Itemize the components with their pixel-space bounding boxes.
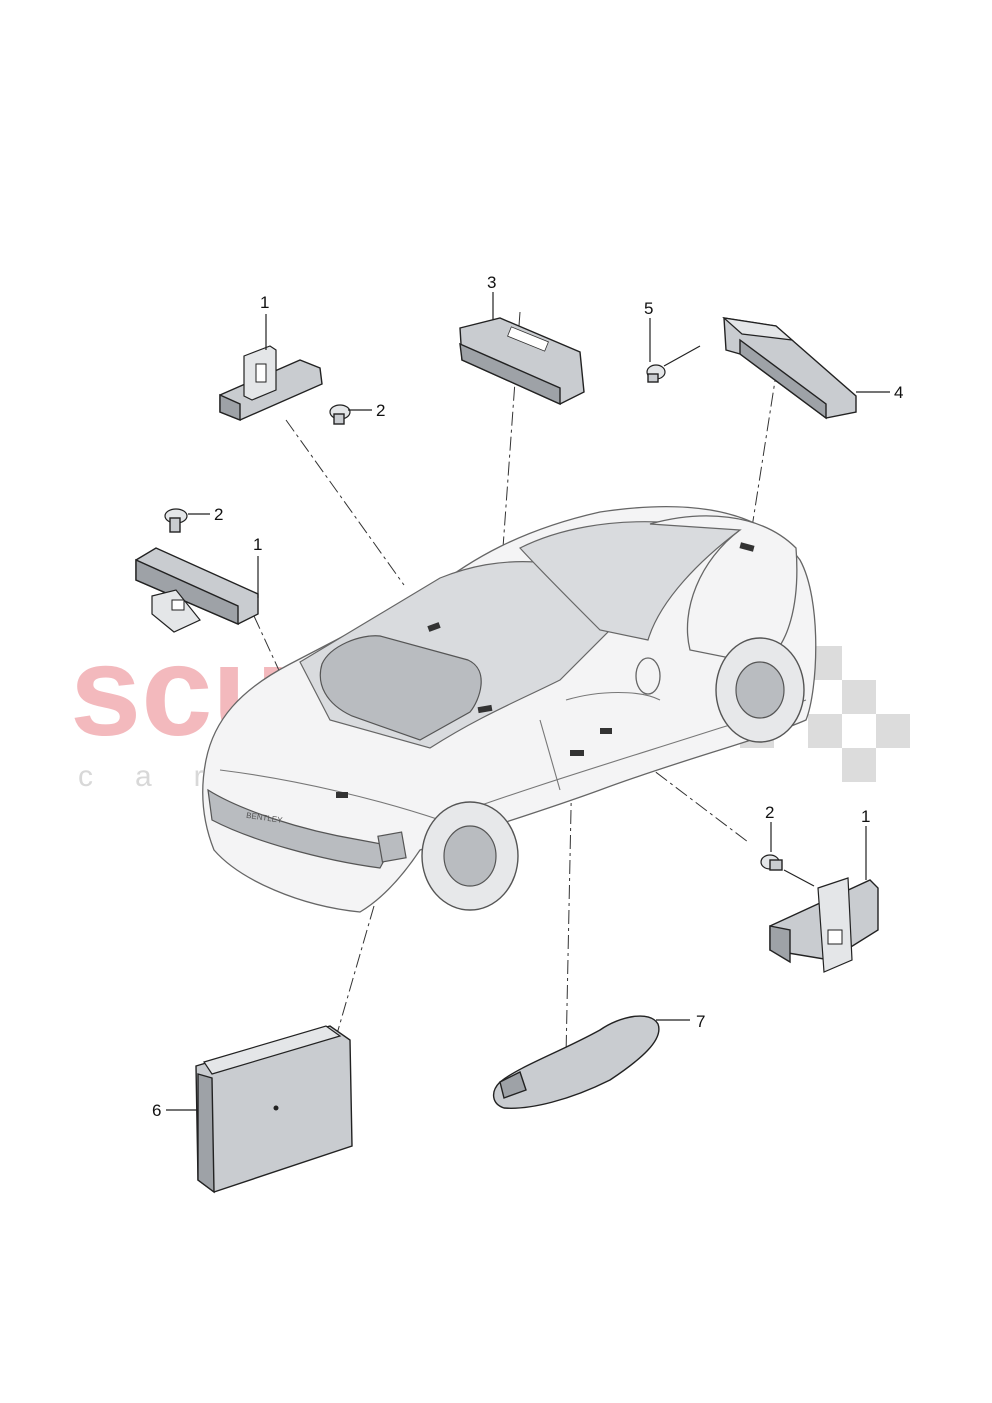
callout-1-left: 1 <box>253 535 262 554</box>
part-6-control-unit <box>166 1025 353 1194</box>
callout-1-right: 1 <box>861 807 870 826</box>
car-illustration: BENTLEY <box>202 506 817 913</box>
part-7-door-handle <box>493 1015 690 1109</box>
callout-2-top: 2 <box>376 401 385 420</box>
callout-2-right: 2 <box>765 803 774 822</box>
part-1-antenna-top <box>219 314 323 422</box>
callouts: 1 2 3 5 4 2 1 2 1 7 6 <box>152 273 903 1120</box>
callout-6: 6 <box>152 1101 161 1120</box>
callout-5: 5 <box>644 299 653 318</box>
part-2-screw-right <box>760 822 815 887</box>
callout-2-left: 2 <box>214 505 223 524</box>
part-3-antenna <box>459 292 585 406</box>
part-4-antenna-long <box>722 317 890 420</box>
callout-4: 4 <box>894 383 903 402</box>
callout-7: 7 <box>696 1012 705 1031</box>
part-2-screw-top <box>329 404 372 425</box>
part-2-screw-left <box>164 508 210 533</box>
callout-1-top: 1 <box>260 293 269 312</box>
part-1-antenna-right <box>769 826 879 973</box>
part-5-screw <box>646 318 701 383</box>
callout-3: 3 <box>487 273 496 292</box>
part-1-antenna-left <box>135 547 259 633</box>
